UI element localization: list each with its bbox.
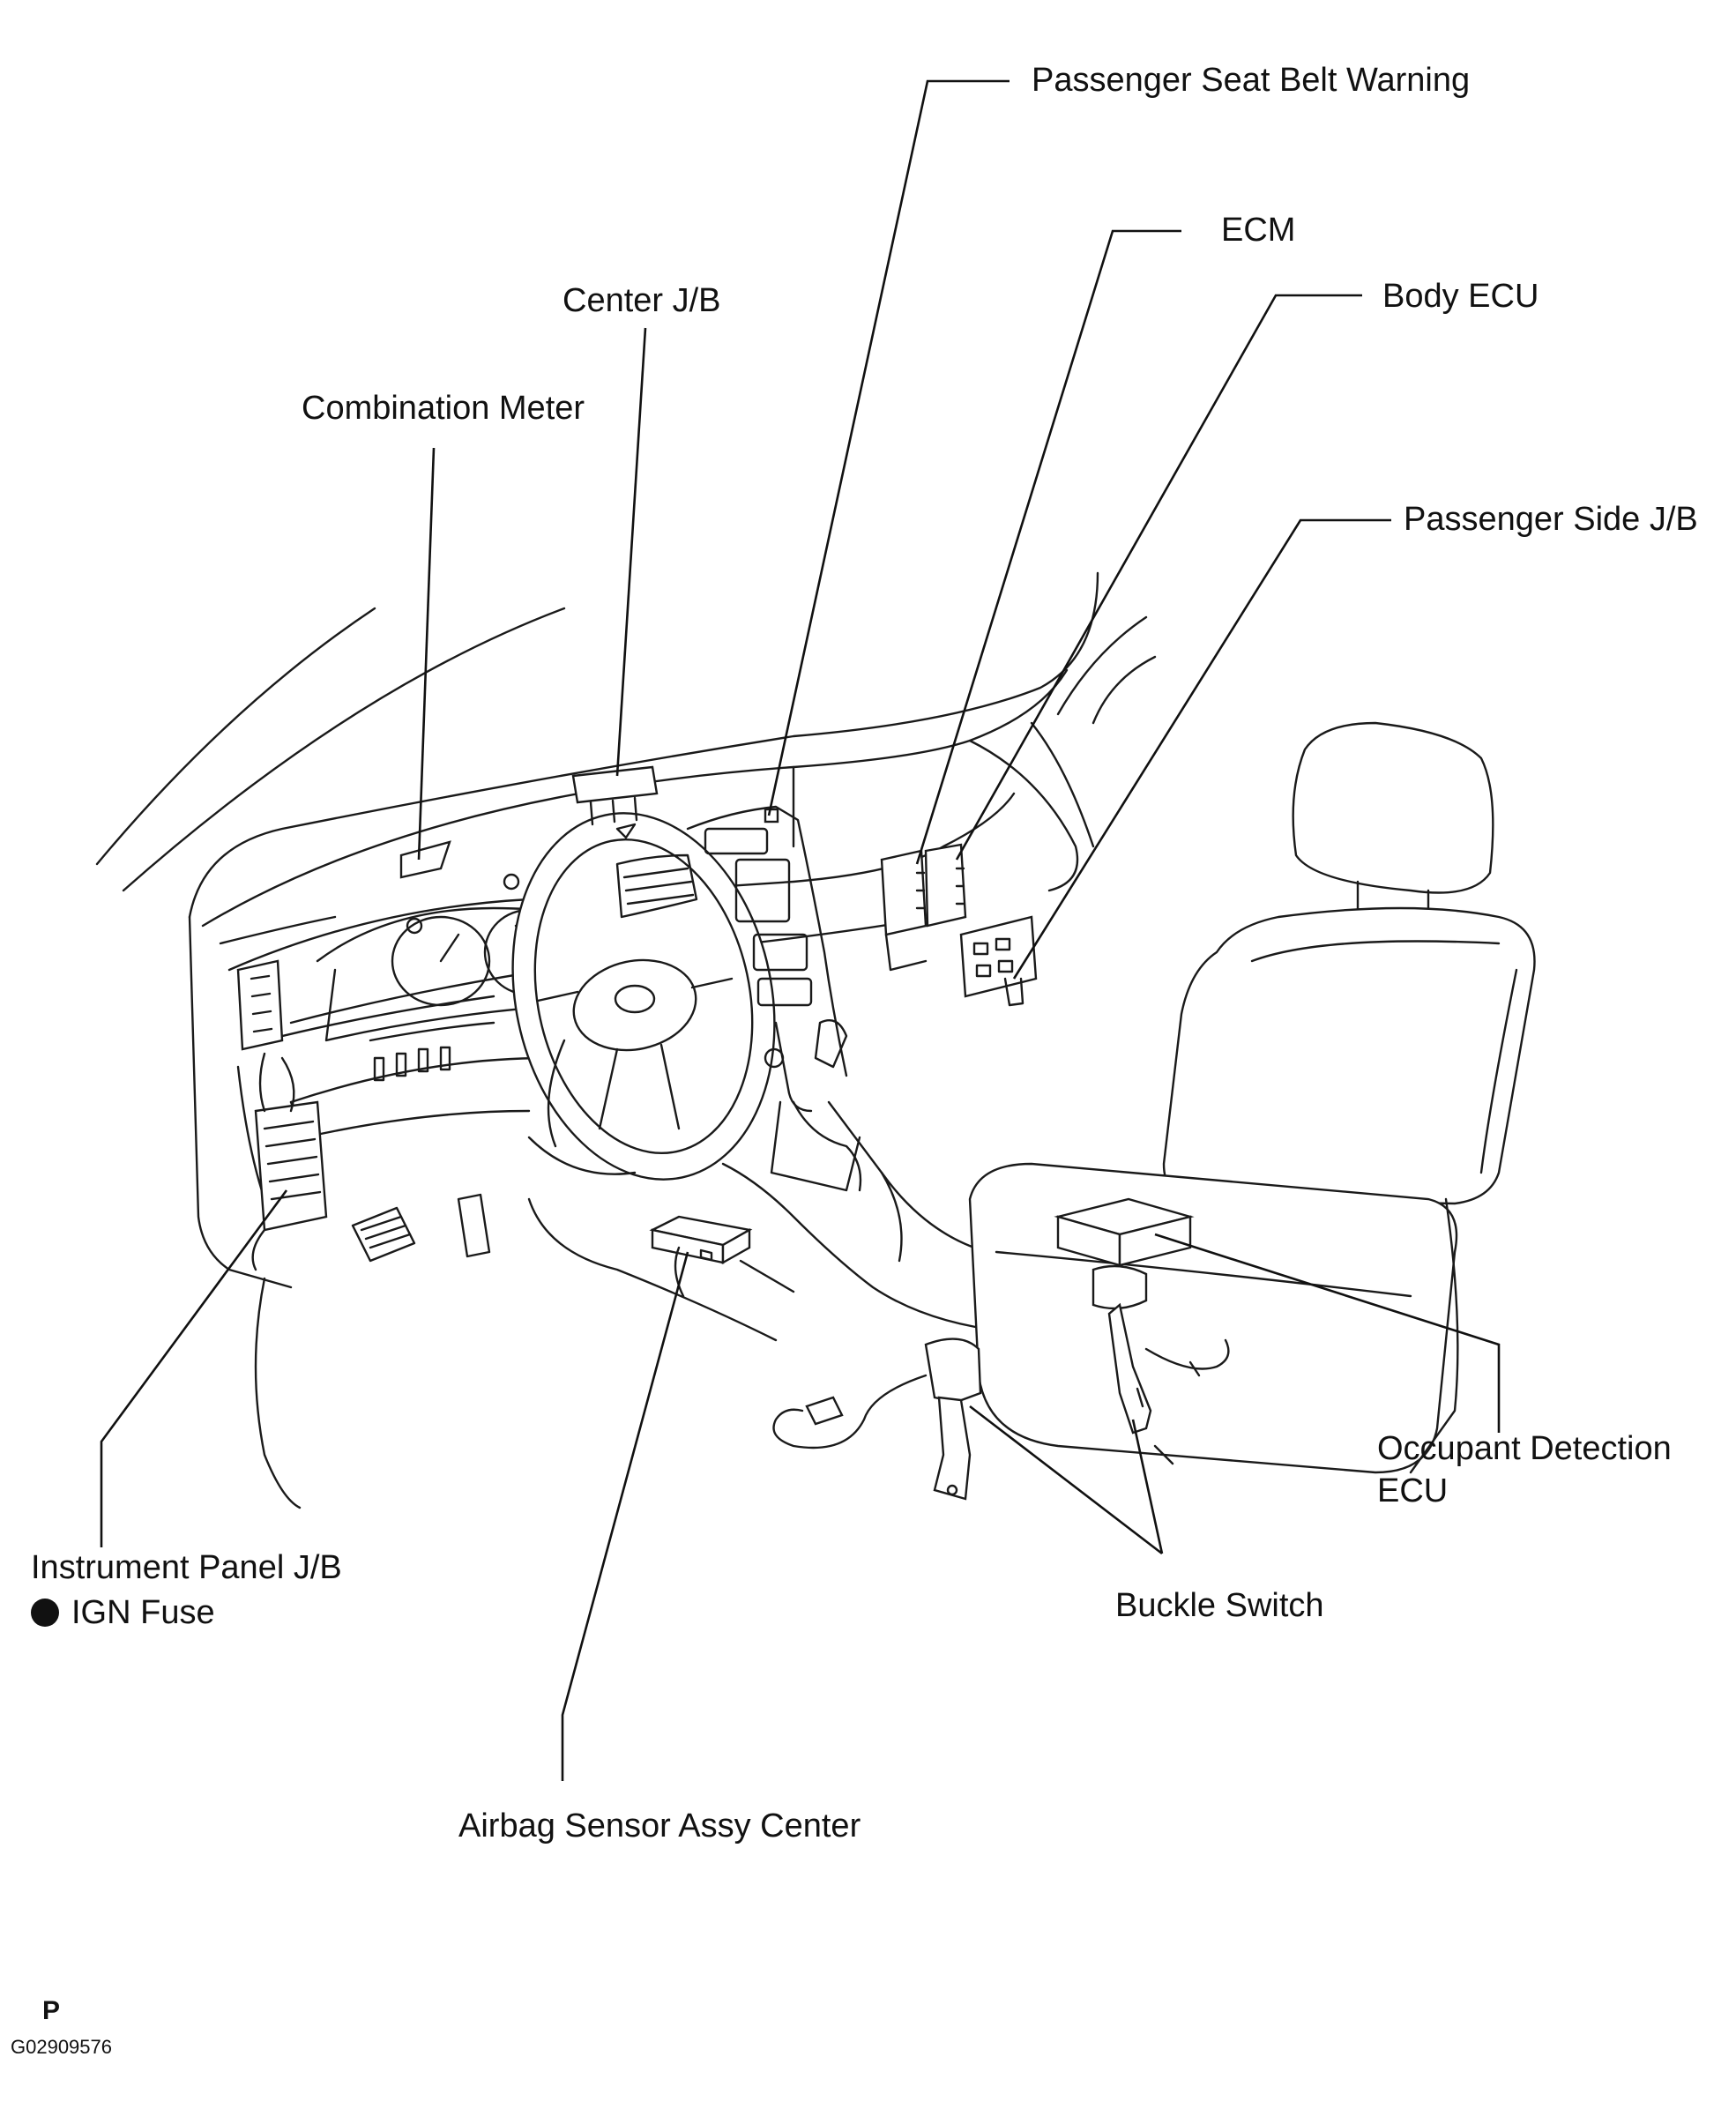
leader-buckle-switch-1 — [969, 1405, 1163, 1555]
occupant-detection-ecu-part — [1054, 1197, 1195, 1267]
steering-wheel — [511, 812, 776, 1181]
label-ign-fuse: IGN Fuse — [71, 1594, 215, 1631]
leader-lines — [100, 79, 1501, 1781]
label-ign-fuse-row: IGN Fuse — [31, 1592, 215, 1635]
dashboard-outline — [95, 571, 1157, 1289]
instrument-panel-jb-part — [236, 959, 328, 1271]
label-occupant-detection-ecu: Occupant Detection ECU — [1377, 1428, 1672, 1512]
label-passenger-seat-belt-warning: Passenger Seat Belt Warning — [1032, 62, 1471, 99]
leader-passenger-seat-belt-warning — [767, 79, 1010, 816]
pedals — [351, 1193, 491, 1263]
label-instrument-panel-jb: Instrument Panel J/B — [31, 1549, 342, 1586]
floor-contour — [254, 1197, 778, 1509]
figure-code: G02909576 — [11, 2036, 112, 2058]
label-buckle-switch: Buckle Switch — [1115, 1587, 1324, 1624]
filled-circle-icon — [31, 1599, 59, 1627]
leader-combination-meter — [417, 447, 436, 861]
leader-instrument-panel-jb — [100, 1189, 288, 1547]
combination-meter-part — [399, 840, 451, 879]
label-body-ecu: Body ECU — [1382, 278, 1539, 315]
leader-buckle-switch-2 — [1131, 1419, 1164, 1554]
passenger-side-jb-part — [959, 915, 1038, 1007]
airbag-sensor-part — [649, 1215, 795, 1298]
leader-passenger-side-jb — [1012, 518, 1391, 980]
leader-center-jb — [615, 327, 647, 777]
label-occupant-detection-line2: ECU — [1377, 1472, 1449, 1509]
center-jb-part — [571, 765, 659, 839]
figure-marker: P — [42, 1996, 61, 2025]
leader-ecm — [915, 229, 1181, 865]
label-passenger-side-jb: Passenger Side J/B — [1404, 501, 1698, 538]
leader-airbag-sensor — [561, 1251, 689, 1781]
seat-belt-warning-lamp — [764, 808, 779, 824]
leader-body-ecu — [955, 294, 1362, 861]
label-occupant-detection-line1: Occupant Detection — [1377, 1430, 1672, 1467]
ecm-body-ecu-parts — [880, 843, 967, 972]
label-center-jb: Center J/B — [563, 282, 721, 319]
label-ecm: ECM — [1221, 212, 1296, 249]
leader-occupant-detection-ecu — [1154, 1233, 1501, 1433]
buckle-switch-parts — [772, 1264, 1230, 1501]
passenger-seat — [968, 721, 1536, 1474]
label-combination-meter: Combination Meter — [302, 390, 585, 427]
label-airbag-sensor-assy-center: Airbag Sensor Assy Center — [458, 1807, 861, 1845]
